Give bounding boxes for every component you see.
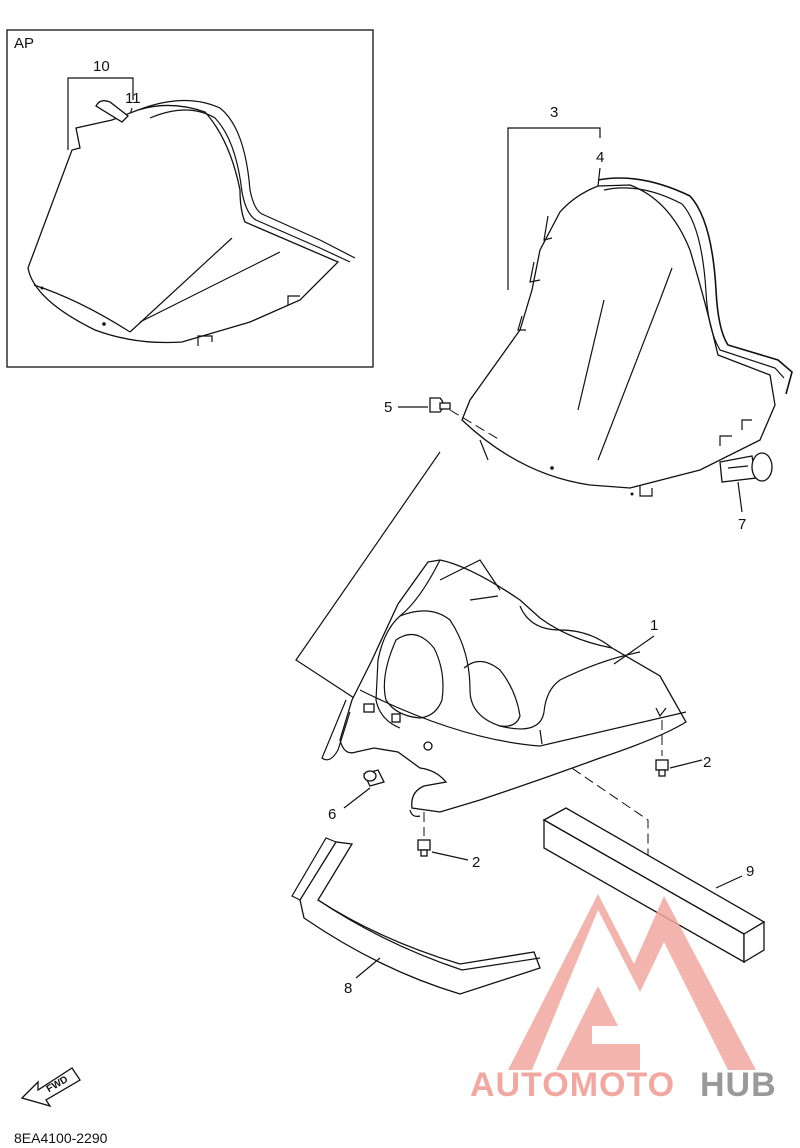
watermark-text-secondary: HUB [700,1066,777,1104]
bracket-3 [507,127,601,138]
callout-11: 11 [125,90,141,107]
windshield [461,177,793,497]
bolt-2-lower: 2 [417,812,480,871]
leader-1 [613,635,655,665]
callout-6: 6 [328,806,336,823]
callout-4: 4 [596,149,604,166]
inset-frame [6,29,374,368]
cowling-panel: 1 [295,439,687,880]
windshield-assembly: 3 4 [461,104,793,497]
callout-9: 9 [746,863,754,880]
callout-2b: 2 [472,854,480,871]
screw-5: 5 [384,397,501,441]
bracket-10 [67,77,134,100]
callout-3: 3 [550,104,558,121]
watermark-text-primary: AUTOMOTO [470,1066,675,1104]
callout-2a: 2 [703,754,711,771]
callout-7: 7 [738,516,746,533]
watermark: AUTOMOTO HUB [470,894,777,1104]
block-9: 9 [542,807,766,964]
callout-10: 10 [93,58,110,75]
nut-7: 7 [719,452,773,533]
inset-windshield [27,99,356,346]
watermark-logo-icon [508,894,756,1070]
diagram-code: 8EA4100-2290 [14,1130,108,1146]
leader-4 [597,167,601,187]
fwd-arrow-icon: FWD [20,1067,81,1108]
assembly-line-top [479,439,489,461]
inset-ap: AP 10 11 [6,29,374,368]
inset-label: AP [14,35,34,52]
bolt-2-upper: 2 [655,720,711,777]
callout-5: 5 [384,399,392,416]
callout-8: 8 [344,980,352,997]
pad-8: 8 [291,837,541,997]
assembly-dash-right [559,759,649,880]
callout-1: 1 [650,617,658,634]
grommet-6: 6 [328,769,385,823]
